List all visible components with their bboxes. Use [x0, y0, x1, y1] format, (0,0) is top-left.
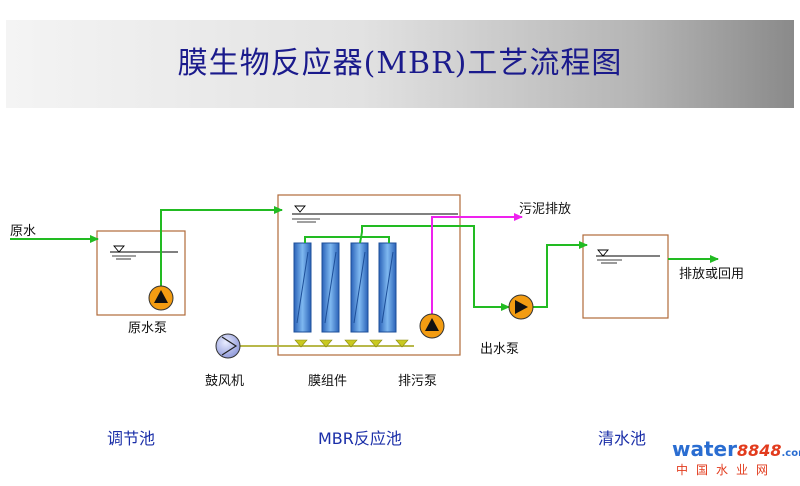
raw-water-pump-icon — [148, 285, 174, 311]
aeration-system — [240, 339, 414, 348]
permeate-riser — [359, 225, 510, 311]
membrane-module-label: 膜组件 — [308, 374, 347, 389]
raw-water-pump-line — [160, 206, 283, 286]
water8848-logo: water8848.com 中国水业网 — [672, 437, 800, 481]
blower-label: 鼓风机 — [205, 374, 244, 389]
discharge-reuse-label: 排放或回用 — [679, 267, 744, 282]
sludge-discharge-label: 污泥排放 — [519, 202, 571, 217]
diffuser-5 — [395, 339, 409, 348]
diffuser-3 — [344, 339, 358, 348]
equalization-tank-title: 调节池 — [107, 429, 155, 448]
diffuser-2 — [319, 339, 333, 348]
raw-water-pump-label: 原水泵 — [128, 321, 167, 336]
permeate-header-line — [304, 236, 390, 243]
outlet-pump-line — [533, 241, 588, 308]
page-title: 膜生物反应器(MBR)工艺流程图 — [177, 46, 623, 81]
logo-subtitle: 中国水业网 — [676, 463, 777, 477]
clear-water-tank — [582, 234, 669, 319]
outlet-pump-icon — [508, 294, 534, 320]
raw-water-label: 原水 — [10, 224, 36, 239]
diffuser-4 — [369, 339, 383, 348]
sludge-pump-icon — [419, 313, 445, 339]
outlet-pump-label: 出水泵 — [480, 342, 519, 357]
sludge-pump-label: 排污泵 — [398, 374, 437, 389]
clear-water-tank-title: 清水池 — [598, 429, 646, 448]
mbr-tank-title: MBR反应池 — [318, 429, 402, 448]
water-flow-lines — [10, 206, 719, 311]
sludge-discharge-line — [431, 213, 523, 320]
blower-icon — [215, 333, 241, 359]
diffuser-1 — [294, 339, 308, 348]
title-banner: 膜生物反应器(MBR)工艺流程图 — [6, 20, 794, 108]
logo-brand: water8848.com — [672, 437, 800, 461]
membrane-modules — [293, 242, 397, 333]
